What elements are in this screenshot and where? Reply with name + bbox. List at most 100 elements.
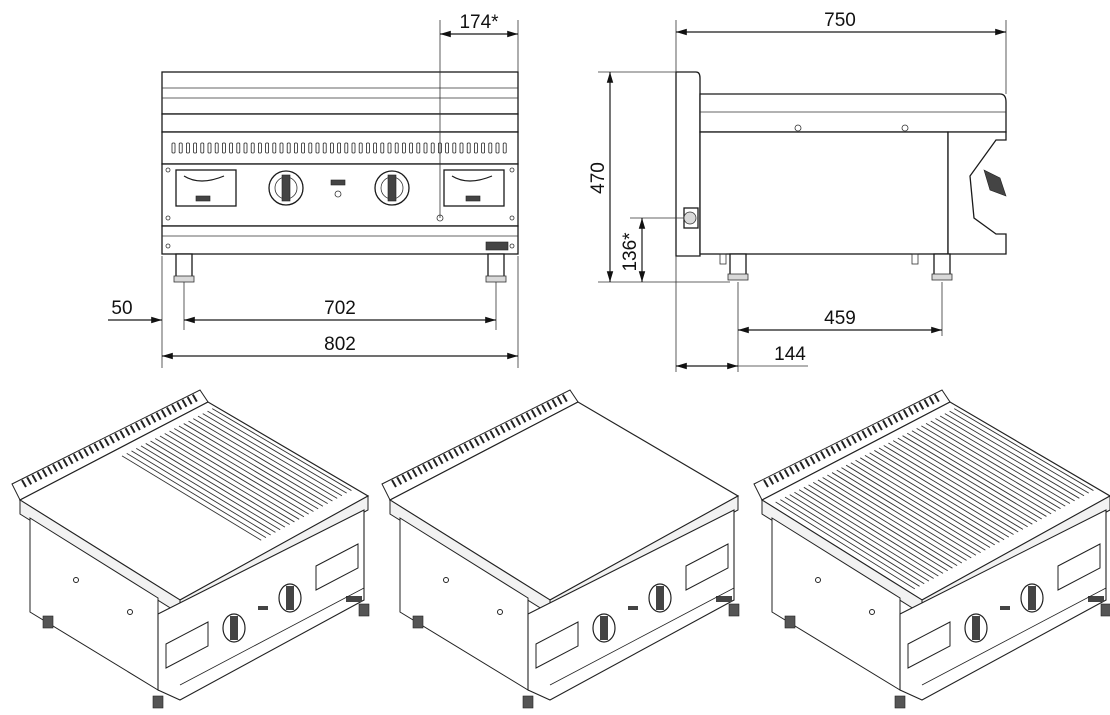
iso-plate-rib — [897, 437, 1038, 522]
iso-vent-slot — [155, 412, 162, 421]
iso-plate-rib — [850, 462, 991, 548]
iso-vent-slot — [453, 448, 459, 457]
vent-slot — [495, 142, 500, 154]
vent-slot — [207, 142, 212, 154]
iso-vent-slot — [484, 432, 491, 441]
vent-slot — [423, 142, 428, 154]
front-top-plate — [161, 113, 519, 133]
vent-slot — [286, 142, 291, 154]
iso-plate-rib — [939, 415, 1080, 499]
iso-plate-rib — [145, 443, 286, 528]
iso-plate-rib — [794, 491, 934, 579]
iso-vent-slot — [804, 458, 811, 467]
iso-view-ribbed-plate — [753, 389, 1110, 709]
vent-slot — [488, 142, 493, 154]
iso-plate-rib — [202, 413, 343, 497]
iso-foot — [784, 615, 796, 629]
iso-left-window — [535, 621, 579, 669]
iso-vent-slot — [463, 443, 470, 452]
iso-vent-slot — [21, 479, 27, 488]
iso-vent-slot — [114, 432, 121, 441]
iso-knob-grip — [230, 616, 238, 640]
iso-plate-rib — [869, 452, 1010, 538]
vent-slot — [265, 142, 270, 154]
vent-slot — [221, 142, 226, 154]
iso-plate-rib — [174, 428, 314, 512]
iso-plate-rib — [921, 425, 1061, 510]
iso-plate-rib — [803, 486, 944, 574]
vent-slot — [193, 142, 198, 154]
iso-vent-slot — [778, 471, 785, 480]
side-view: 750 470 136* 459 144 — [588, 10, 1007, 372]
iso-plate-rib — [808, 484, 948, 572]
iso-vent-slot — [515, 417, 522, 426]
vent-slot — [214, 142, 219, 154]
iso-foot — [1100, 603, 1110, 617]
iso-indicator — [258, 606, 268, 610]
iso-vent-slot — [840, 440, 847, 449]
iso-vent-slot — [845, 438, 852, 447]
iso-vent-slot — [98, 440, 105, 449]
iso-plate-rib — [878, 447, 1019, 533]
iso-plate-rib — [841, 467, 981, 554]
iso-vent-slot — [510, 419, 516, 428]
iso-vent-slot — [448, 451, 454, 460]
iso-vent-slot — [88, 445, 95, 454]
brand-badge — [485, 241, 509, 251]
iso-plate-rib — [883, 445, 1024, 530]
iso-vent-slot — [62, 458, 69, 467]
iso-vent-slot — [556, 396, 563, 405]
iso-screw — [869, 609, 875, 615]
iso-plate-rib — [902, 435, 1042, 520]
iso-vent-slot — [902, 409, 909, 418]
iso-plate-rib — [131, 450, 271, 536]
iso-vent-slot — [814, 453, 821, 462]
iso-vent-slot — [913, 404, 919, 413]
iso-screw — [443, 577, 449, 583]
iso-knob-grip — [1028, 586, 1036, 610]
iso-vent-slot — [530, 409, 537, 418]
iso-vent-slot — [820, 451, 826, 460]
iso-panel-edge — [921, 587, 1107, 686]
iso-vent-slot — [489, 430, 496, 439]
iso-right-window — [1057, 543, 1101, 591]
vent-slot — [351, 142, 356, 154]
iso-vent-slot — [191, 394, 198, 403]
side-knob — [983, 169, 1007, 197]
iso-vent-slot — [520, 414, 527, 423]
iso-vent-slot — [541, 404, 547, 413]
iso-vent-slot — [479, 435, 485, 444]
vent-slot — [380, 142, 385, 154]
vent-slot — [481, 142, 486, 154]
iso-foot — [894, 695, 906, 709]
iso-plate-rib — [817, 479, 958, 566]
iso-plate-rib — [949, 410, 1089, 494]
iso-vent-slot — [160, 409, 167, 418]
iso-vent-slot — [437, 456, 444, 465]
iso-vent-slot — [119, 430, 126, 439]
dim-174: 174* — [459, 12, 499, 33]
iso-knob-grip — [972, 616, 980, 640]
iso-control-panel — [527, 509, 735, 701]
vent-slot — [430, 142, 435, 154]
iso-vent-slot — [546, 401, 553, 410]
iso-plate-rib — [831, 472, 972, 559]
vent-slot — [416, 142, 421, 154]
iso-left-window — [907, 621, 951, 669]
vent-slot — [301, 142, 306, 154]
vent-slot — [229, 142, 234, 154]
iso-plate-rib — [193, 418, 333, 502]
iso-vent-slot — [36, 471, 43, 480]
iso-screw — [127, 609, 133, 615]
vent-slot — [365, 142, 370, 154]
vent-slot — [250, 142, 255, 154]
iso-vent-slot — [145, 417, 152, 426]
iso-vent-slot — [763, 479, 769, 488]
iso-brand-badge — [716, 596, 732, 602]
iso-plate-rib — [845, 464, 986, 551]
iso-plate-rib — [864, 454, 1005, 541]
iso-vent-slot — [892, 414, 899, 423]
iso-vent-slot — [26, 476, 33, 485]
iso-vent-slot — [432, 458, 439, 467]
vent-slot — [502, 142, 507, 154]
